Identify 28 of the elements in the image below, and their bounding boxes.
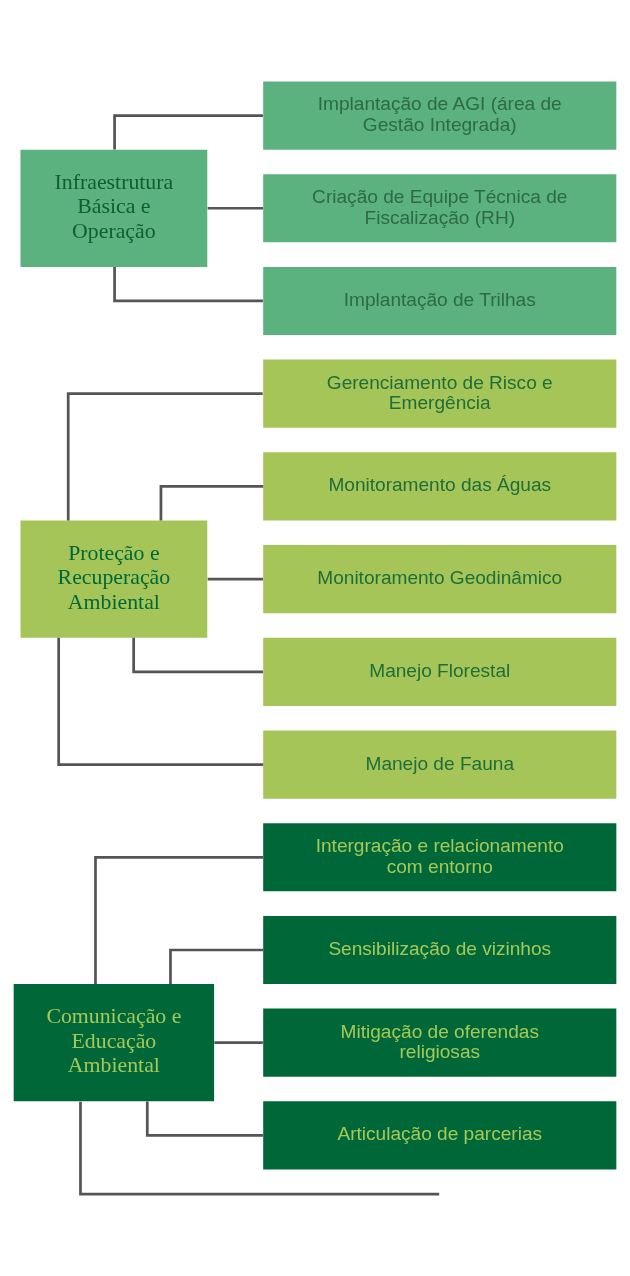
connector [66, 392, 263, 521]
connector [207, 577, 263, 581]
connector [57, 637, 264, 766]
node-box: Gerenciamento de Risco e Emergência [263, 359, 617, 428]
node-box: Manejo Florestal [263, 637, 617, 706]
connector [113, 114, 263, 150]
node-box: Mitigação de oferendas religiosas [263, 1008, 617, 1077]
connector [159, 485, 264, 521]
connector [145, 1101, 263, 1137]
connector [132, 637, 263, 674]
node-box: Infraestrutura Básica e Operação [20, 149, 208, 267]
node-box: Intergração e relacionamento com entorno [263, 823, 617, 892]
node-box: Manejo de Fauna [263, 730, 617, 799]
node-box: Implantação de Trilhas [263, 266, 617, 336]
connector [94, 855, 264, 985]
connector [113, 267, 263, 303]
node-box: Implantação de AGI (área de Gestão Integrada) [263, 81, 617, 150]
connector [169, 948, 264, 984]
node-box: Monitoramento das Águas [263, 452, 617, 521]
connector [214, 1041, 263, 1045]
node-box: Articulação de parcerias [263, 1101, 617, 1170]
node-box: Comunicação e Educação Ambiental [13, 984, 215, 1102]
node-box: Sensibilização de vizinhos [263, 915, 617, 985]
node-box: Criação de Equipe Técnica de Fiscalização (RH) [263, 174, 617, 243]
node-box: Monitoramento Geodinâmico [263, 545, 617, 614]
connector [207, 206, 263, 210]
node-box: Proteção e Recuperação Ambiental [20, 520, 208, 638]
connector [79, 1101, 440, 1196]
